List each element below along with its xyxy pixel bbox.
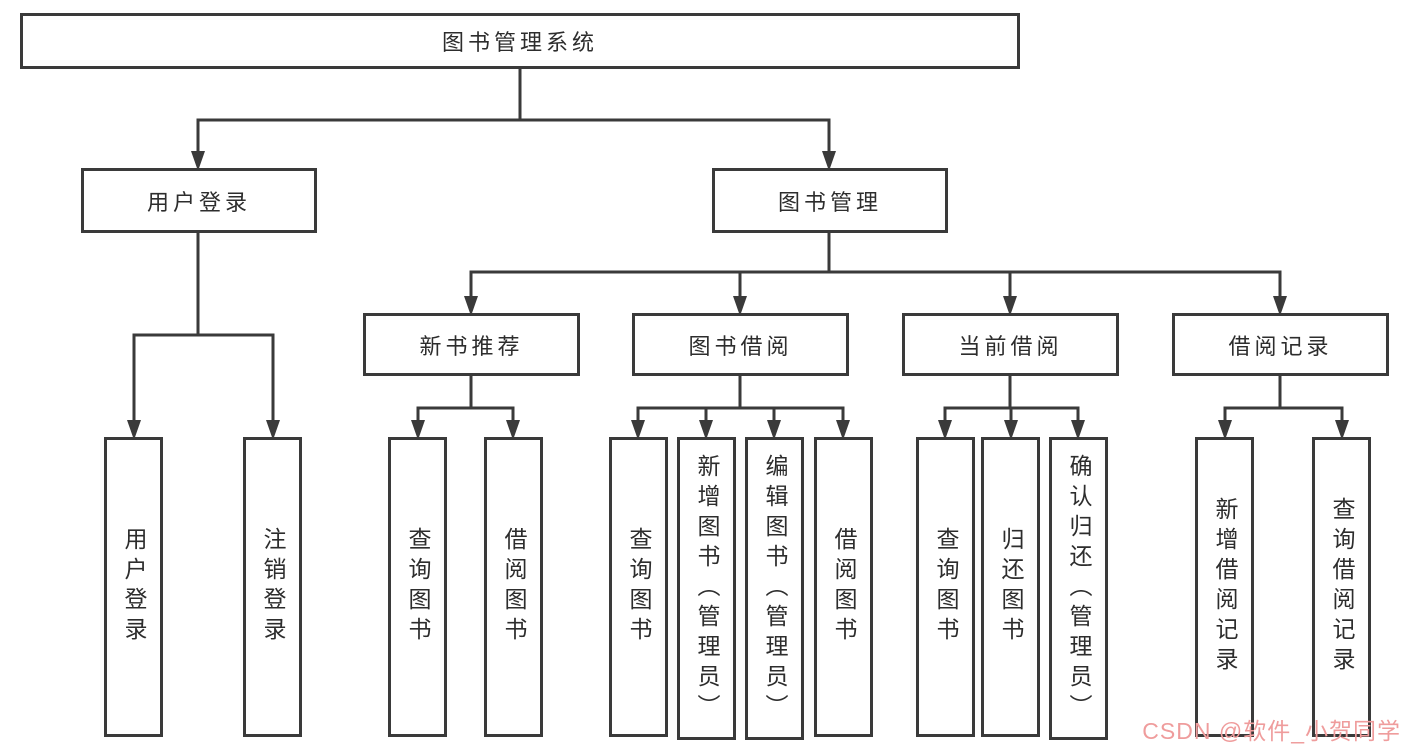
leaf-cb-query-book: 查询图书 (916, 437, 975, 737)
leaf-br-query-record: 查询借阅记录 (1312, 437, 1371, 737)
node-book-borrow-label: 图书借阅 (688, 333, 793, 359)
node-root: 图书管理系统 (20, 13, 1020, 69)
leaf-br-add-record-label: 新增借阅记录 (1212, 497, 1238, 677)
csdn-watermark: CSDN @软件_小贺同学 (1142, 718, 1401, 744)
leaf-cb-return-book-label: 归还图书 (998, 527, 1024, 647)
node-borrow-records-label: 借阅记录 (1228, 333, 1333, 359)
node-current-borrow-label: 当前借阅 (958, 333, 1063, 359)
node-borrow-records: 借阅记录 (1172, 313, 1389, 376)
node-root-label: 图书管理系统 (441, 30, 598, 55)
leaf-cb-return-book: 归还图书 (981, 437, 1040, 737)
leaf-logout-login: 注销登录 (243, 437, 302, 737)
node-book-borrow: 图书借阅 (632, 313, 849, 376)
leaf-nbr-borrow-book-label: 借阅图书 (501, 527, 527, 647)
node-user-login: 用户登录 (81, 168, 317, 233)
node-book-management-label: 图书管理 (777, 189, 882, 215)
leaf-nbr-query-book: 查询图书 (388, 437, 447, 737)
leaf-nbr-borrow-book: 借阅图书 (484, 437, 543, 737)
leaf-bb-edit-book-admin: 编辑图书（管理员） (745, 437, 804, 740)
leaf-bb-edit-book-admin-label: 编辑图书（管理员） (762, 453, 788, 724)
leaf-bb-borrow-book: 借阅图书 (814, 437, 873, 737)
node-current-borrow: 当前借阅 (902, 313, 1119, 376)
leaf-br-add-record: 新增借阅记录 (1195, 437, 1254, 737)
arrowheads (127, 151, 1349, 440)
leaf-cb-query-book-label: 查询图书 (933, 527, 959, 647)
leaf-cb-confirm-return-admin-label: 确认归还（管理员） (1066, 453, 1092, 724)
leaf-logout-login-label: 注销登录 (260, 527, 286, 647)
leaf-user-login-label: 用户登录 (121, 527, 147, 647)
leaf-bb-borrow-book-label: 借阅图书 (831, 527, 857, 647)
leaf-bb-query-book-label: 查询图书 (626, 527, 652, 647)
node-user-login-label: 用户登录 (146, 189, 251, 215)
leaf-cb-confirm-return-admin: 确认归还（管理员） (1049, 437, 1108, 740)
leaf-br-query-record-label: 查询借阅记录 (1329, 497, 1355, 677)
node-book-management: 图书管理 (712, 168, 948, 233)
leaf-bb-add-book-admin: 新增图书（管理员） (677, 437, 736, 740)
leaf-nbr-query-book-label: 查询图书 (405, 527, 431, 647)
leaf-user-login: 用户登录 (104, 437, 163, 737)
leaf-bb-query-book: 查询图书 (609, 437, 668, 737)
leaf-bb-add-book-admin-label: 新增图书（管理员） (694, 453, 720, 724)
node-new-book-recommend-label: 新书推荐 (419, 333, 524, 359)
node-new-book-recommend: 新书推荐 (363, 313, 580, 376)
